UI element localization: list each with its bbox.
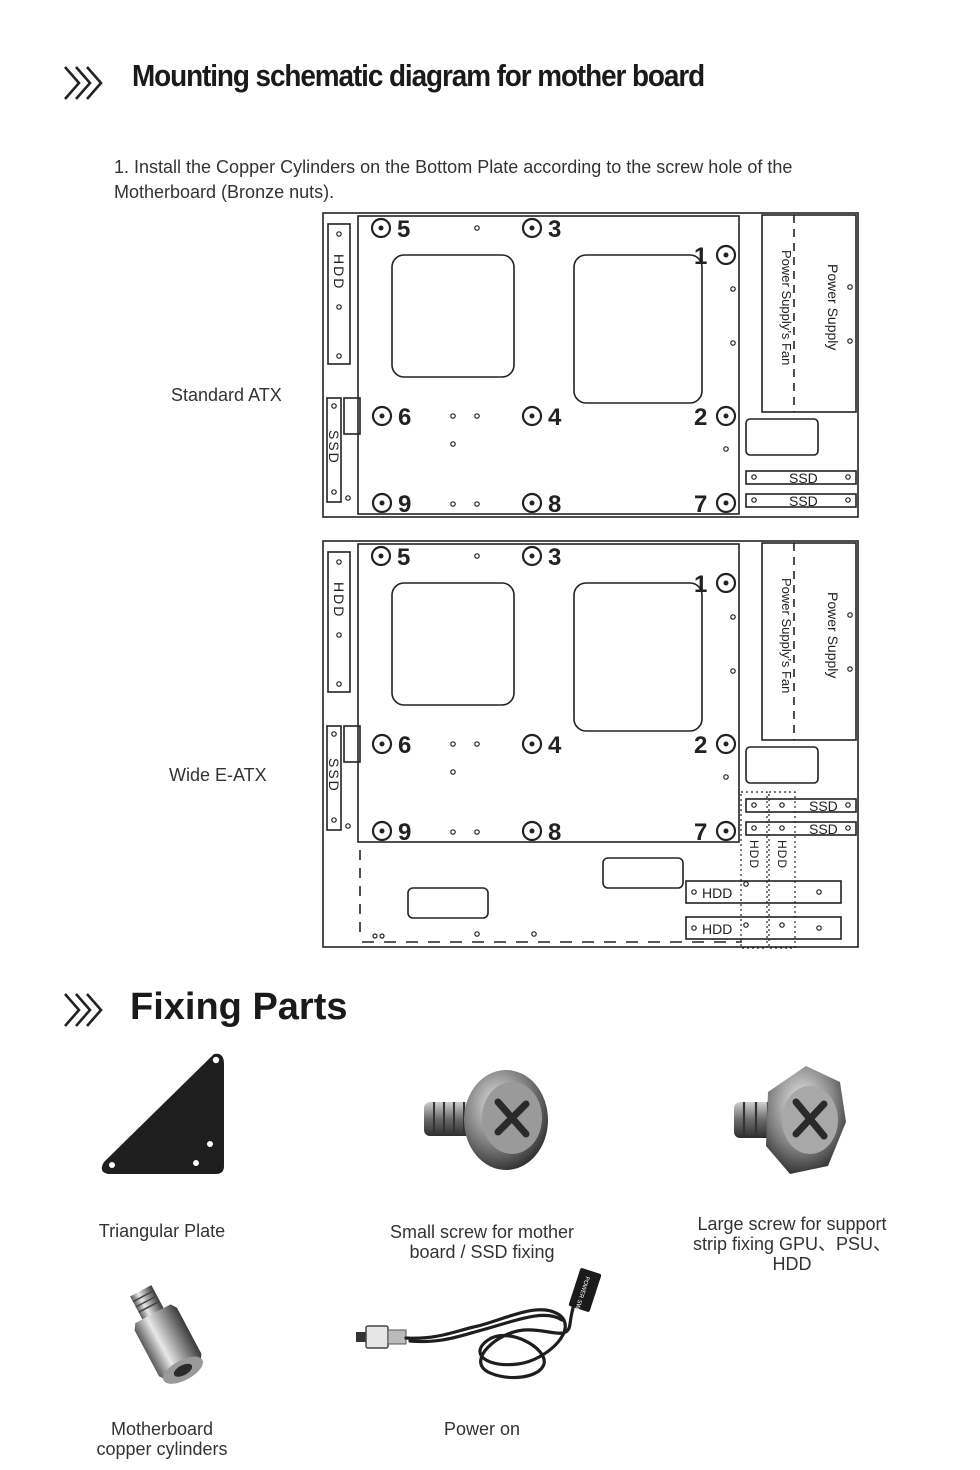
motherboard-area (357, 543, 740, 843)
screw-number: 2 (694, 404, 707, 431)
screw-number: 2 (694, 732, 707, 759)
part-caption: Large screw for support strip fixing GPU… (692, 1214, 892, 1274)
power-supply-label: Power Supply (825, 264, 841, 350)
part-caption: Small screw for mother board / SSD fixin… (389, 1222, 575, 1262)
copper-cylinder-icon (130, 1285, 203, 1384)
power-supply-bay (761, 214, 857, 413)
hdd-bracket (327, 223, 351, 365)
chevron-right-icon (64, 66, 103, 100)
chevron-right-icon (64, 993, 103, 1027)
ssd-slot-label: SSD (809, 821, 838, 837)
screw-number: 3 (548, 544, 561, 571)
bottom-plate-outline (322, 212, 859, 518)
wide-eatx-diagram: 5 3 1 6 4 2 9 8 7 HDD SSD Power Supply P… (322, 540, 859, 949)
screw-number: 9 (398, 819, 411, 846)
triangular-plate-icon (101, 1053, 224, 1174)
hdd-vertical-pair-label: HDD (775, 840, 789, 869)
hdd-vertical-label: HDD (331, 582, 347, 618)
power-supply-fan-label: Power Supply’s Fan (779, 250, 794, 365)
instruction-text: 1. Install the Copper Cylinders on the B… (114, 157, 793, 202)
screw-number: 4 (548, 732, 562, 759)
screw-number: 4 (548, 404, 562, 431)
hdd-vertical-pair-label: HDD (747, 840, 761, 869)
power-button-cable-icon: POWER SW (356, 1268, 602, 1380)
power-supply-fan-label: Power Supply’s Fan (779, 578, 794, 693)
ssd-slot-label: SSD (789, 470, 818, 486)
motherboard-area (357, 215, 740, 515)
screw-number: 5 (397, 544, 410, 571)
cutout-left (391, 582, 515, 706)
part-caption: Triangular Plate (98, 1221, 226, 1241)
hdd-slot (685, 916, 842, 940)
hdd-slot-label: HDD (702, 885, 732, 901)
hdd-vertical-label: HDD (331, 254, 347, 290)
screw-number: 7 (694, 491, 707, 518)
screw-number: 8 (548, 491, 561, 518)
hdd-bracket (327, 551, 351, 693)
screw-number: 5 (397, 216, 410, 243)
screw-number: 9 (398, 491, 411, 518)
cutout-right (573, 254, 703, 404)
screw-number: 1 (694, 571, 707, 598)
ssd-vertical-label: SSD (326, 430, 342, 465)
screw-number: 3 (548, 216, 561, 243)
ssd-bracket (326, 397, 342, 503)
power-supply-label: Power Supply (825, 592, 841, 678)
hdd-slot (685, 880, 842, 904)
screw-number: 8 (548, 819, 561, 846)
bottom-plate-outline (322, 540, 859, 948)
large-screw-icon (734, 1066, 846, 1174)
screw-number: 1 (694, 243, 707, 270)
screw-number: 7 (694, 819, 707, 846)
diagram-label-standard-atx: Standard ATX (171, 385, 282, 405)
screw-number: 6 (398, 732, 411, 759)
hdd-slot-label: HDD (702, 921, 732, 937)
ssd-bracket (326, 725, 342, 831)
cutout-left (391, 254, 515, 378)
ssd-vertical-label: SSD (326, 758, 342, 793)
section-title-mounting: Mounting schematic diagram for mother bo… (132, 58, 705, 93)
screw-number: 6 (398, 404, 411, 431)
diagram-label-wide-eatx: Wide E-ATX (169, 765, 267, 785)
standard-atx-diagram: 5 3 1 6 4 2 9 8 7 HDD SSD Power Supply P… (322, 212, 859, 518)
section-title-fixing-parts: Fixing Parts (130, 986, 348, 1028)
small-screw-icon (424, 1070, 548, 1170)
ssd-slot-label: SSD (809, 798, 838, 814)
part-caption: Power on (443, 1419, 521, 1439)
power-supply-bay (761, 542, 857, 741)
part-caption: Motherboard copper cylinders (96, 1419, 228, 1459)
ssd-slot-label: SSD (789, 493, 818, 509)
cutout-right (573, 582, 703, 732)
